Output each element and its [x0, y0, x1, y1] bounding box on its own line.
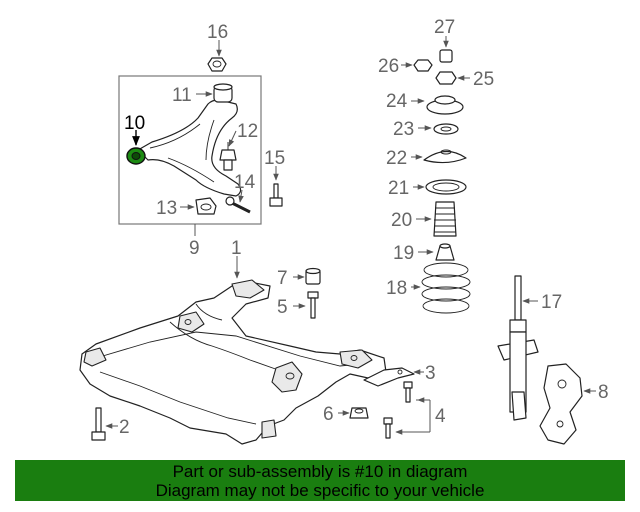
banner-line-1: Part or sub-assembly is #10 in diagram: [172, 462, 468, 481]
part-22-spring-seat: [423, 149, 467, 164]
callout-8: 8: [598, 382, 609, 403]
part-12-ball-joint: [219, 142, 237, 171]
callout-21: 21: [388, 178, 409, 199]
callout-7: 7: [277, 268, 288, 289]
part-2-bolt: [91, 407, 106, 441]
callout-20: 20: [391, 210, 412, 231]
part-17-strut: [497, 275, 539, 421]
callout-2: 2: [119, 417, 130, 438]
part-27-cap: [439, 49, 453, 63]
callout-17: 17: [541, 292, 562, 313]
part-15-bolt: [269, 183, 283, 207]
part-21-insulator: [425, 179, 467, 195]
callout-23: 23: [393, 119, 414, 140]
callout-14: 14: [234, 172, 256, 193]
control-arm-assembly-box: [118, 75, 262, 225]
callout-15: 15: [264, 148, 285, 169]
part-23-bearing: [433, 123, 459, 135]
control-arm: [137, 99, 242, 197]
callout-9: 9: [189, 238, 200, 259]
part-25-nut: [435, 71, 457, 85]
callout-13: 13: [156, 198, 177, 219]
callout-1: 1: [231, 238, 242, 259]
part-18-coil-spring: [421, 262, 471, 314]
part-5-bolt: [307, 291, 319, 319]
callout-27: 27: [434, 17, 455, 38]
callout-3: 3: [425, 363, 436, 384]
part-1-subframe: [79, 279, 387, 445]
callout-16: 16: [207, 22, 228, 43]
part-14-bolt: [225, 196, 251, 214]
callout-22: 22: [386, 148, 407, 169]
part-20-dust-boot: [433, 201, 457, 237]
part-4-bolts: [383, 381, 413, 439]
part-7-bushing: [305, 267, 321, 285]
part-16-nut: [207, 57, 227, 72]
callout-5: 5: [277, 297, 288, 318]
callout-10: 10: [124, 113, 145, 134]
callout-11: 11: [172, 85, 192, 106]
callout-19: 19: [393, 243, 414, 264]
callout-12: 12: [237, 121, 258, 142]
part-10-bushing: [126, 147, 146, 165]
callout-25: 25: [473, 69, 494, 90]
part-19-bump-stop: [435, 243, 455, 261]
callout-4: 4: [435, 406, 446, 427]
callout-26: 26: [378, 56, 399, 77]
part-13-bushing: [195, 197, 217, 215]
info-banner: Part or sub-assembly is #10 in diagram D…: [15, 460, 625, 501]
parts-diagram: 16 11 10 12 15 14 13 9 1 7 5 2 3 4 6 27 …: [79, 17, 609, 445]
callout-24: 24: [386, 91, 408, 112]
callout-18: 18: [386, 278, 407, 299]
part-6-nut: [349, 407, 369, 419]
banner-line-2: Diagram may not be specific to your vehi…: [155, 481, 485, 500]
part-11-bushing: [213, 83, 233, 103]
part-26-nut: [413, 59, 433, 72]
callout-6: 6: [323, 404, 334, 425]
part-24-strut-mount: [426, 95, 464, 115]
part-8-knuckle: [539, 363, 583, 445]
